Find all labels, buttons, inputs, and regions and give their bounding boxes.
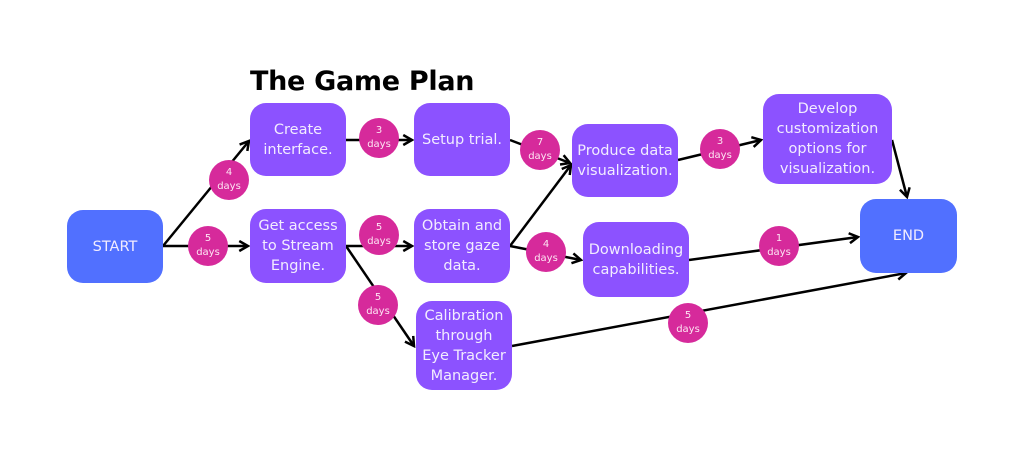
- duration-badge: 4 days: [209, 160, 249, 200]
- node-end-label: END: [892, 228, 925, 244]
- edge-obtain-produce: [509, 162, 573, 247]
- duration-badge: 7 days: [520, 130, 560, 170]
- duration-unit: days: [534, 253, 558, 264]
- duration-number: 3: [375, 125, 383, 136]
- duration-unit: days: [366, 306, 390, 317]
- duration-unit: days: [367, 139, 391, 150]
- duration-badge: 5 days: [358, 285, 398, 325]
- duration-unit: days: [367, 236, 391, 247]
- duration-number: 5: [684, 310, 692, 321]
- duration-number: 1: [775, 233, 783, 244]
- duration-unit: days: [196, 247, 220, 258]
- duration-number: 4: [225, 167, 233, 178]
- node-get-access-label: Get access to Stream Engine.: [258, 218, 338, 274]
- node-obtain-store-label: Obtain and store gaze data.: [421, 218, 503, 274]
- node-create-interface-label: Create interface.: [263, 121, 333, 158]
- node-calibration-label: Calibration through Eye Tracker Manager.: [422, 307, 506, 384]
- node-obtain-store: Obtain and store gaze data.: [414, 209, 510, 283]
- node-start-label: START: [92, 238, 138, 255]
- node-create-interface: Create interface.: [250, 103, 346, 176]
- duration-badge: 5 days: [359, 215, 399, 255]
- node-produce-viz-label: Produce data visualization.: [577, 142, 673, 179]
- duration-number: 3: [716, 136, 724, 147]
- edge-calibration-end: [511, 268, 909, 348]
- duration-unit: days: [528, 151, 552, 162]
- node-setup-trial-label: Setup trial.: [421, 131, 502, 148]
- duration-badge: 1 days: [759, 226, 799, 266]
- duration-unit: days: [217, 181, 241, 192]
- edge-start-create: [162, 139, 251, 247]
- duration-unit: days: [767, 247, 791, 258]
- node-get-access: Get access to Stream Engine.: [250, 209, 346, 283]
- node-setup-trial: Setup trial.: [414, 103, 510, 176]
- duration-number: 5: [204, 233, 212, 244]
- node-calibration: Calibration through Eye Tracker Manager.: [416, 301, 512, 390]
- edge-develop-end: [890, 139, 911, 200]
- duration-unit: days: [676, 324, 700, 335]
- duration-badge: 3 days: [359, 118, 399, 158]
- duration-number: 7: [536, 137, 544, 148]
- node-start: START: [67, 210, 163, 283]
- duration-number: 5: [375, 222, 383, 233]
- duration-badge: 3 days: [700, 129, 740, 169]
- diagram-title: The Game Plan: [250, 66, 475, 97]
- node-end: END: [860, 199, 957, 273]
- node-produce-viz: Produce data visualization.: [572, 124, 678, 197]
- duration-badge: 5 days: [188, 226, 228, 266]
- node-develop-custom-label: Develop customization options for visual…: [776, 101, 879, 177]
- node-downloading: Downloading capabilities.: [583, 222, 689, 297]
- duration-unit: days: [708, 150, 732, 161]
- node-downloading-label: Downloading capabilities.: [588, 241, 684, 278]
- duration-number: 5: [374, 292, 382, 303]
- duration-badge: 5 days: [668, 303, 708, 343]
- node-develop-custom: Develop customization options for visual…: [763, 94, 892, 184]
- duration-number: 4: [542, 239, 550, 250]
- duration-badge: 4 days: [526, 232, 566, 272]
